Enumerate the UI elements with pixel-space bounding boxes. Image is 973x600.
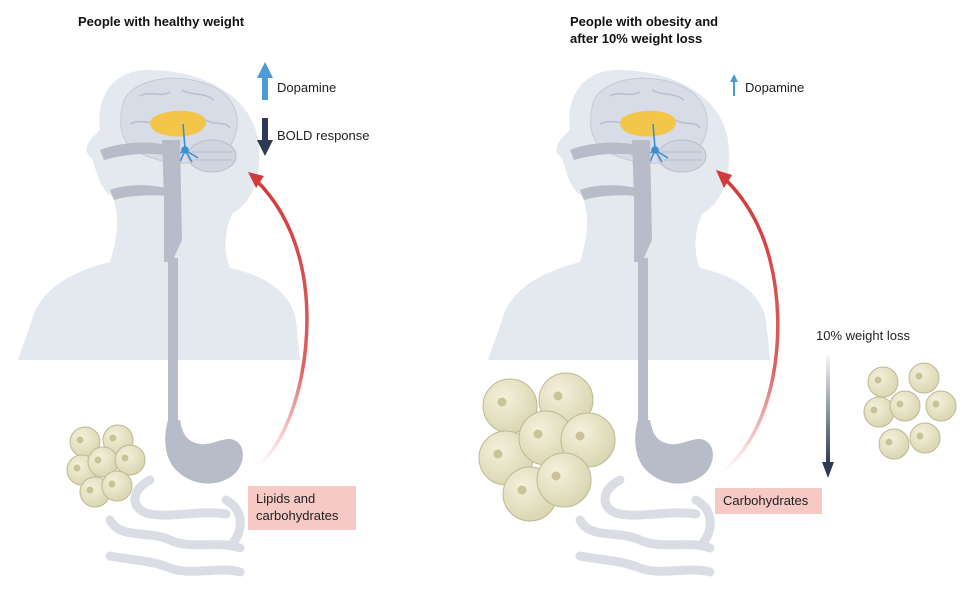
fat-cell-cluster-small-right — [863, 362, 957, 460]
curved-arrow-icon — [716, 170, 780, 474]
down-arrow-icon — [257, 118, 273, 156]
up-arrow-icon — [257, 62, 273, 100]
left-bold-response-label: BOLD response — [277, 128, 370, 143]
left-food-label: Lipids and carbohydrates — [248, 486, 356, 530]
curved-arrow-icon — [248, 172, 309, 468]
left-dopamine-label: Dopamine — [277, 80, 337, 95]
left-food-label-line1: Lipids and — [256, 491, 316, 506]
right-panel-title-line1: People with obesity and — [570, 14, 719, 29]
left-food-label-line2: carbohydrates — [256, 508, 339, 523]
left-panel-title: People with healthy weight — [78, 14, 245, 29]
right-dopamine-label: Dopamine — [745, 80, 805, 95]
fat-cell-cluster-large-right — [478, 372, 616, 522]
right-panel-title-line2: after 10% weight loss — [570, 31, 703, 46]
up-arrow-icon — [730, 74, 738, 96]
right-panel-title: People with obesity and after 10% weight… — [570, 13, 718, 47]
right-food-label: Carbohydrates — [715, 488, 822, 514]
down-arrow-icon — [822, 356, 834, 478]
right-weight-loss-label: 10% weight loss — [816, 328, 910, 343]
